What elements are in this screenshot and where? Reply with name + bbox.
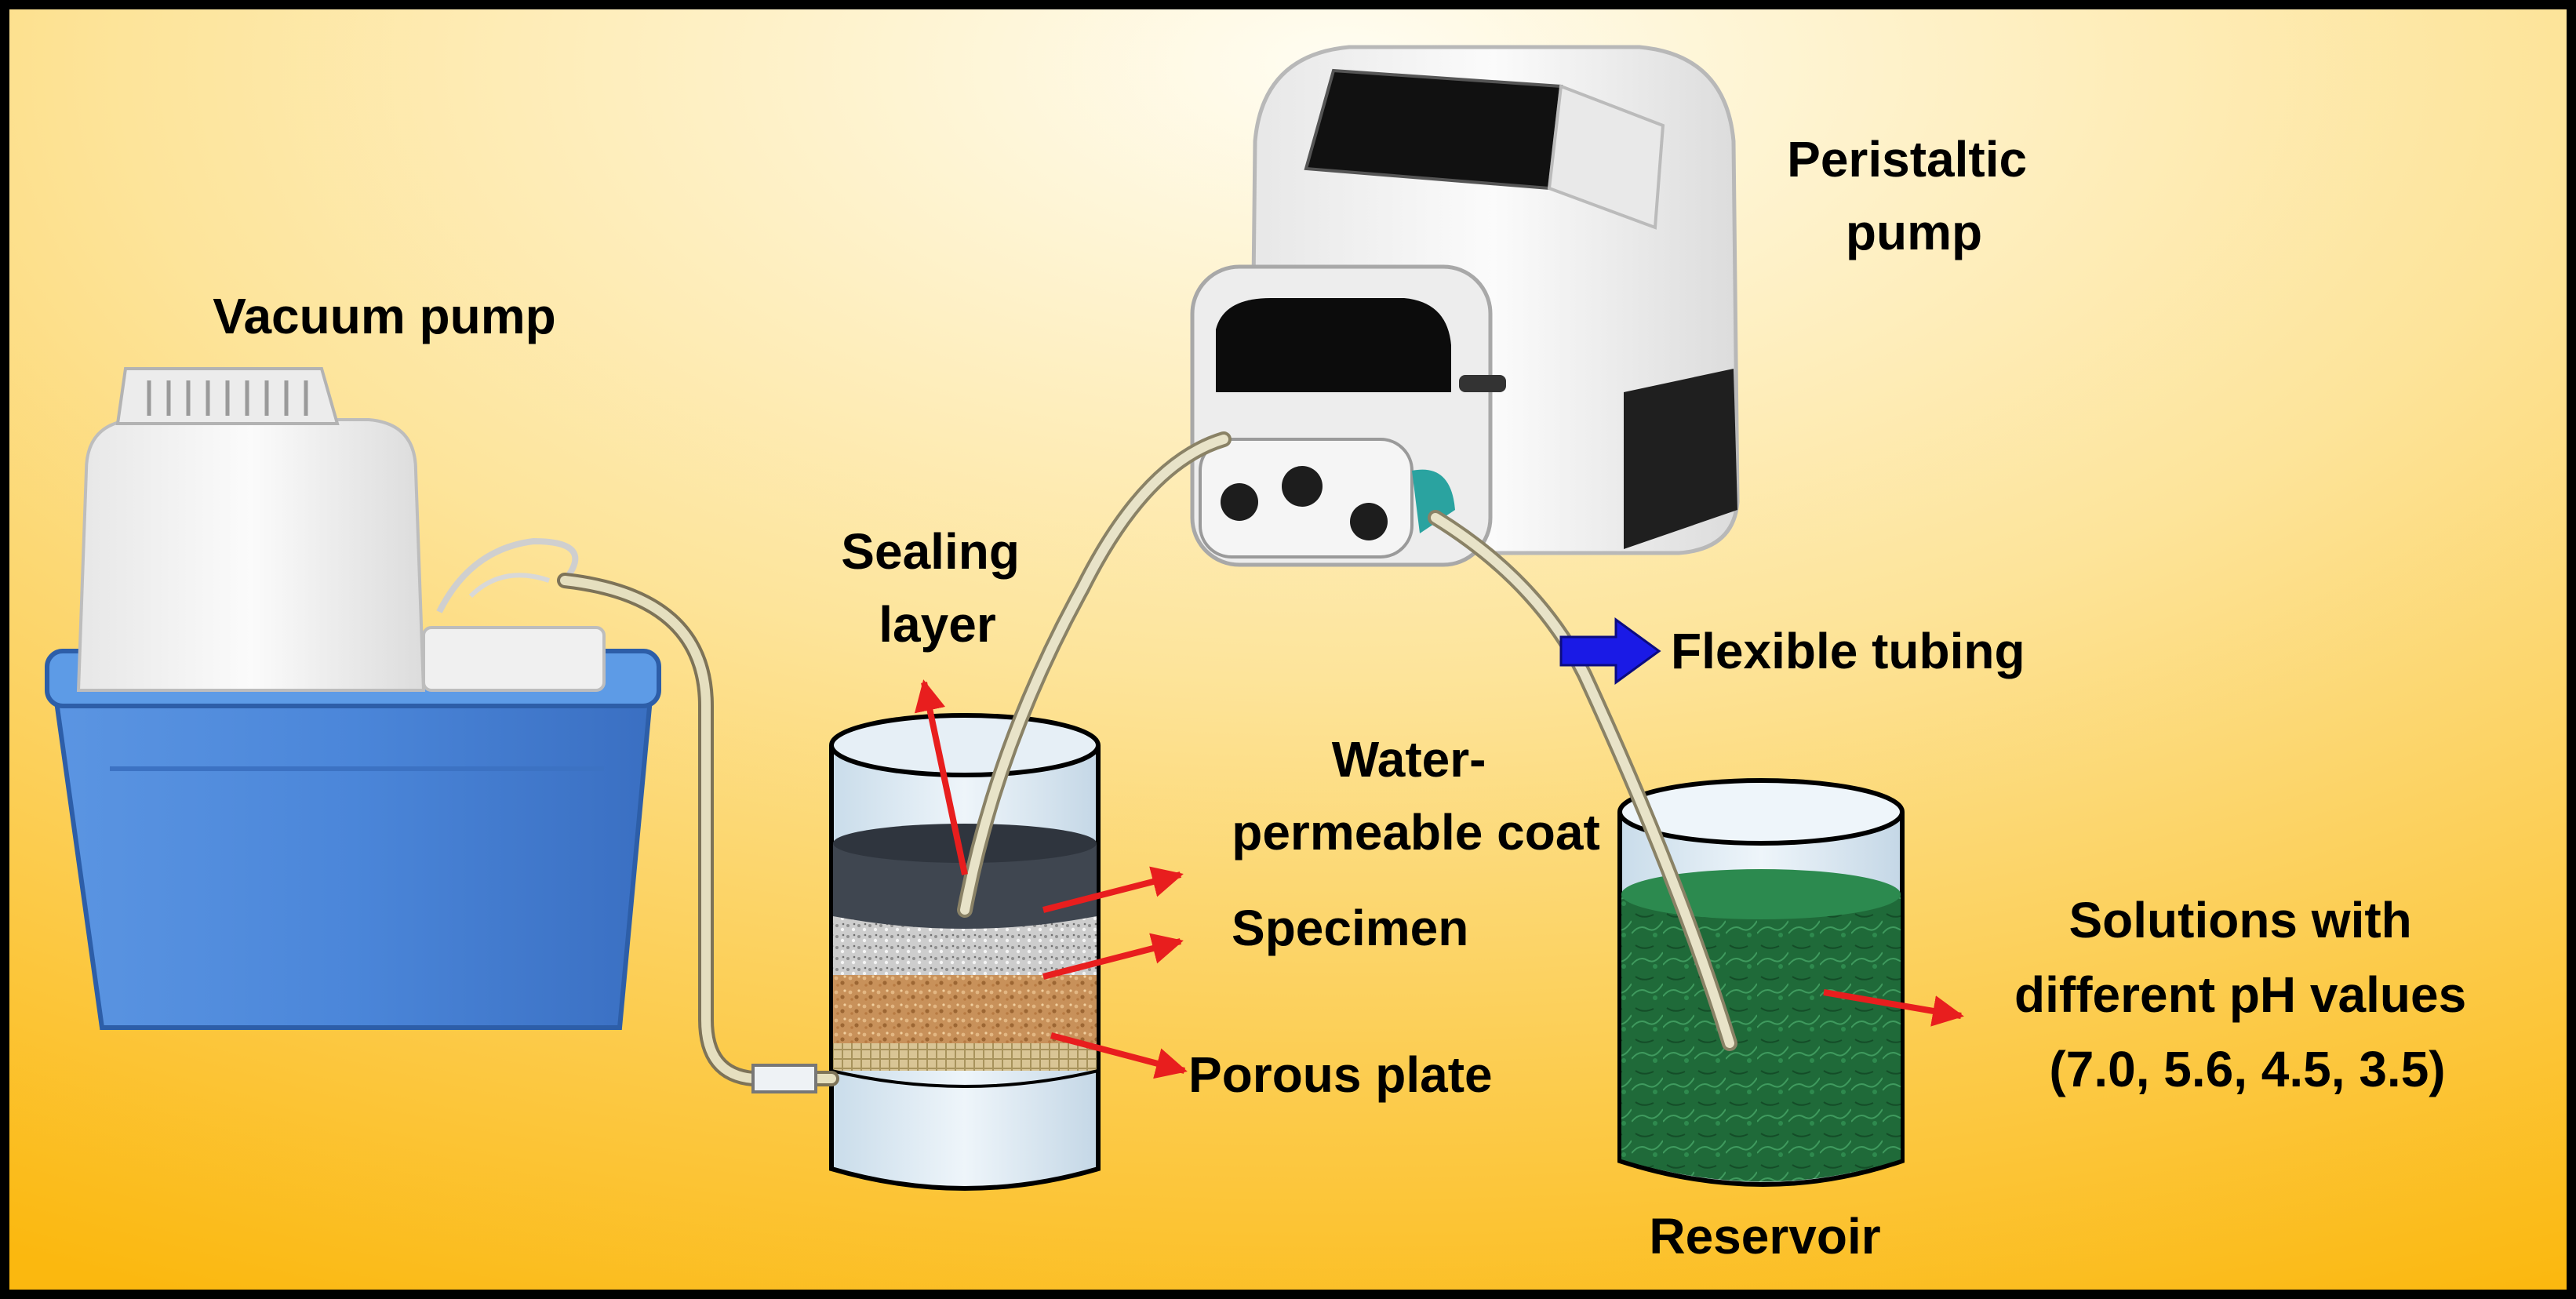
water-permeable-coat-label-line2: permeable coat	[1232, 804, 1600, 861]
vacuum-pump-label: Vacuum pump	[213, 288, 555, 344]
specimen-label: Specimen	[1232, 900, 1468, 956]
flexible-tubing-icon	[557, 431, 1737, 1093]
peristaltic-pump-label-line1: Peristaltic	[1787, 131, 2027, 187]
specimen-arrow	[1042, 933, 1184, 980]
reservoir-label: Reservoir	[1649, 1208, 1880, 1264]
sealing-layer-label: Sealing layer	[841, 523, 1033, 653]
peristaltic-pump-label-line2: pump	[1846, 204, 1982, 260]
solutions-label: Solutions with different pH values (7.0,…	[2014, 892, 2480, 1097]
porous-plate-arrow	[1050, 1032, 1188, 1079]
solutions-label-line3: (7.0, 5.6, 4.5, 3.5)	[2049, 1041, 2445, 1097]
water-permeable-coat-label-line1: Water-	[1332, 731, 1486, 788]
solutions-label-line1: Solutions with	[2068, 892, 2411, 948]
sealing-layer-arrow	[914, 679, 968, 875]
flexible-tubing-label: Flexible tubing	[1671, 623, 2025, 679]
specimen-cylinder-icon	[829, 713, 1101, 1191]
porous-plate-label: Porous plate	[1188, 1046, 1493, 1103]
water-permeable-coat-label: Water- permeable coat	[1232, 731, 1600, 861]
reservoir-beaker-icon	[1617, 778, 1905, 1187]
callout-arrows	[914, 679, 1964, 1079]
peristaltic-pump-icon	[1190, 45, 1740, 567]
blue-legend-arrow-icon	[1559, 617, 1661, 685]
solution-arrow	[1823, 989, 1964, 1027]
peristaltic-pump-label: Peristaltic pump	[1787, 131, 2041, 260]
sealing-layer-label-line1: Sealing	[841, 523, 1020, 580]
sealing-layer-label-line2: layer	[879, 596, 995, 653]
vacuum-pump-icon	[45, 367, 661, 1030]
solutions-label-line2: different pH values	[2014, 966, 2466, 1023]
coat-arrow	[1042, 866, 1184, 913]
